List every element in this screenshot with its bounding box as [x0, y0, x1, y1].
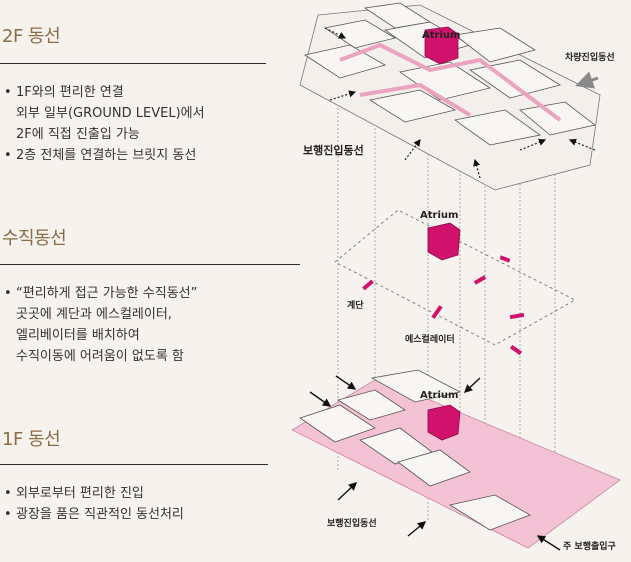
section-1f-title: 1F 동선 — [2, 429, 61, 450]
pedestrian-entry-2f-label: 보행진입동선 — [303, 143, 364, 157]
pedestrian-entry-1f-label: 보행진입동선 — [327, 517, 377, 529]
main-entrance-label: 주 보행출입구 — [563, 540, 616, 552]
section-2f-rule — [0, 63, 266, 64]
stairs-label: 계단 — [347, 299, 364, 311]
escalator-marker — [509, 344, 523, 356]
atrium-top-label: Atrium — [422, 30, 460, 41]
escalator-marker — [509, 312, 525, 320]
list-item: “편리하게 접근 가능한 수직동선”곳곳에 계단과 에스컬레이터,엘리베이터를 … — [0, 283, 197, 367]
escalator-marker — [431, 305, 443, 319]
level-vertical: Atrium 계단 에스컬레이터 — [334, 209, 576, 356]
vehicle-entry-label: 차량진입동선 — [565, 51, 615, 63]
section-vertical-rule — [0, 264, 300, 265]
escalator-marker — [499, 255, 511, 263]
list-item: 2층 전체를 연결하는 브릿지 동선 — [0, 145, 205, 166]
section-1f-list: 외부로부터 편리한 진입 광장을 품은 직관적인 동선처리 — [0, 483, 184, 525]
list-item: 광장을 품은 직관적인 동선처리 — [0, 504, 184, 525]
level-2f: Atrium 차량진입동선 보행진입동선 — [299, 2, 615, 191]
atrium-bottom-label: Atrium — [420, 390, 458, 401]
section-1f-rule — [0, 464, 268, 465]
section-vertical-list: “편리하게 접근 가능한 수직동선”곳곳에 계단과 에스컬레이터,엘리베이터를 … — [0, 283, 197, 367]
atrium-mid-label: Atrium — [420, 210, 458, 221]
level-1f: Atrium 보행진입동선 주 보행출입구 — [291, 369, 621, 552]
section-2f-title: 2F 동선 — [2, 26, 61, 47]
list-item: 외부로부터 편리한 진입 — [0, 483, 184, 504]
escalator-marker — [473, 275, 487, 285]
section-vertical-title: 수직동선 — [2, 228, 67, 249]
escalator-label: 에스컬레이터 — [405, 333, 455, 345]
stair-marker — [362, 279, 374, 291]
